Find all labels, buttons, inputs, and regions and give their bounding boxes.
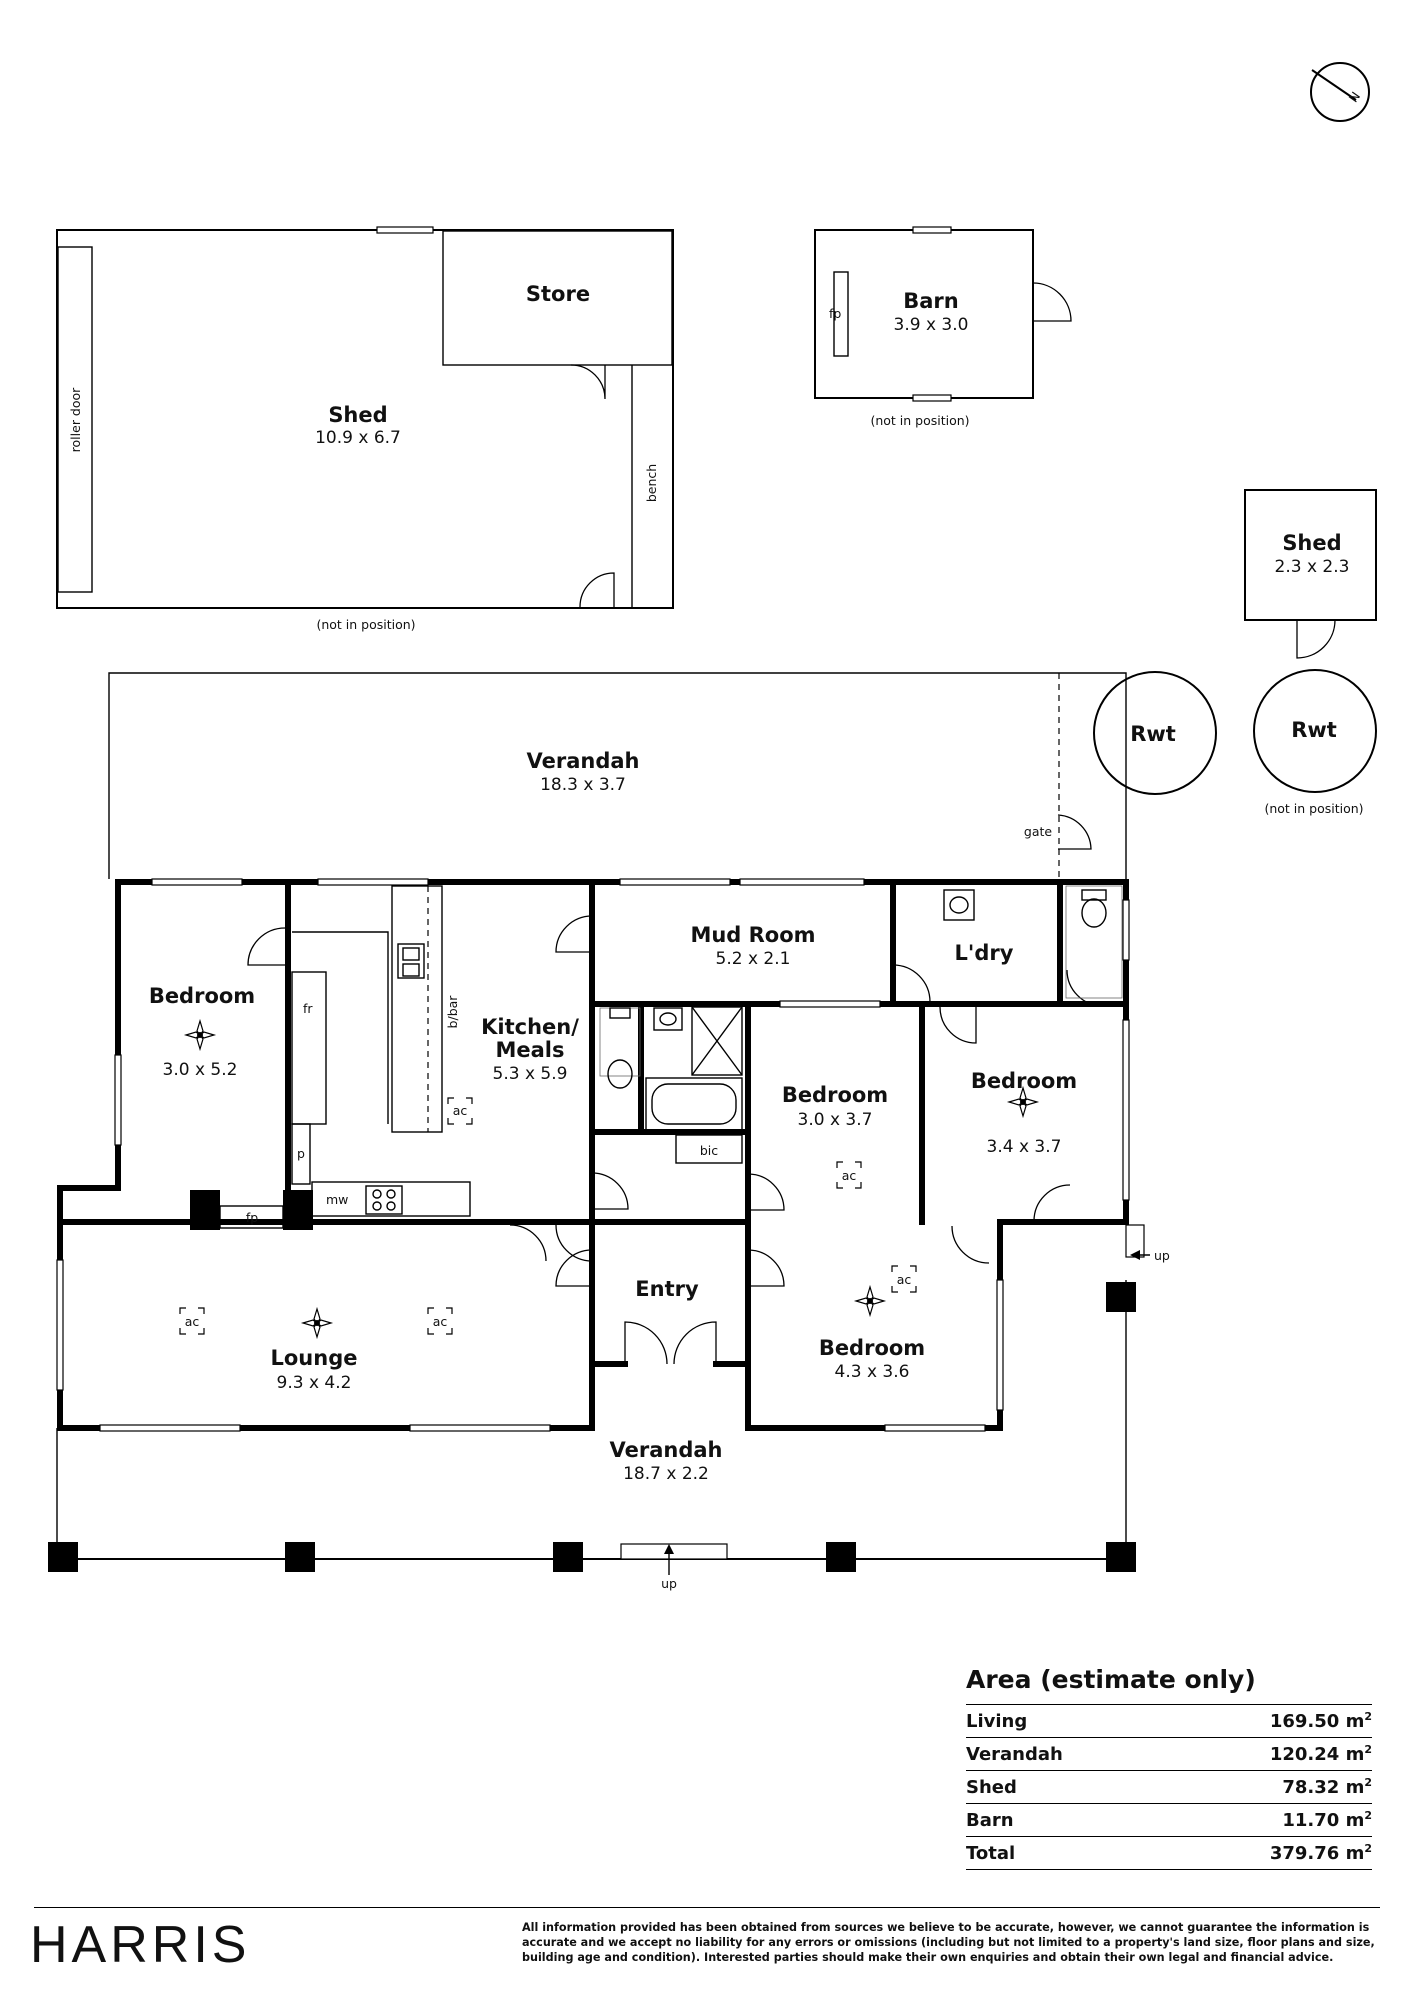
ac-unit-icon: ac ac ac ac ac <box>179 1097 917 1335</box>
verandah-front-label: Verandah <box>610 1438 723 1462</box>
area-value: 11.70 <box>1282 1810 1340 1831</box>
shed-small: Shed 2.3 x 2.3 <box>1244 489 1377 659</box>
mw-label: mw <box>326 1192 348 1207</box>
shed-small-label: Shed <box>1282 531 1341 555</box>
shed-large-dims: 10.9 x 6.7 <box>315 428 401 448</box>
floor-plan: N Store Shed 10.9 x 6.7 roller door benc… <box>48 62 1377 1591</box>
barn-fp-label: fp <box>829 306 841 321</box>
lounge-label: Lounge <box>271 1346 358 1370</box>
area-label: Shed <box>966 1776 1017 1798</box>
area-table: Area (estimate only) Living 169.50 m2 Ve… <box>966 1665 1372 1870</box>
area-total-label: Total <box>966 1842 1016 1864</box>
brand-logo: HARRIS <box>30 1916 251 1974</box>
area-label: Verandah <box>966 1743 1063 1765</box>
verandah-front-up: up <box>661 1576 677 1591</box>
bbar-label: b/bar <box>445 995 460 1029</box>
bedroom4-label: Bedroom <box>819 1336 925 1360</box>
bedroom2-dims: 3.0 x 3.7 <box>798 1110 873 1130</box>
room-labels: Bedroom 3.0 x 5.2 Kitchen/ Meals 5.3 x 5… <box>149 923 1077 1393</box>
kitchen-label-1: Kitchen/ <box>481 1015 579 1039</box>
area-row-barn: Barn 11.70 m2 <box>966 1803 1372 1836</box>
verandah-front: Verandah 18.7 x 2.2 up up <box>48 1224 1170 1591</box>
store-label: Store <box>526 282 590 306</box>
lounge-ac-label-2: ac <box>433 1314 448 1329</box>
pantry-label: p <box>297 1146 305 1161</box>
barn-note: (not in position) <box>870 413 969 428</box>
barn-label: Barn <box>903 289 958 313</box>
lounge-fp-label: fp <box>246 1210 258 1225</box>
disclaimer-text: All information provided has been obtain… <box>522 1921 1375 1964</box>
shed-large-note: (not in position) <box>316 617 415 632</box>
bedroom3-dims: 3.4 x 3.7 <box>987 1137 1062 1157</box>
area-value: 120.24 <box>1269 1744 1340 1765</box>
bedroom3-label: Bedroom <box>971 1069 1077 1093</box>
area-row-living: Living 169.50 m2 <box>966 1704 1372 1737</box>
bathroom-fixtures <box>599 885 1123 1164</box>
verandah-front-dims: 18.7 x 2.2 <box>623 1464 709 1484</box>
area-label: Barn <box>966 1809 1014 1831</box>
bedroom4-ac-label: ac <box>897 1272 912 1287</box>
area-title: Area (estimate only) <box>966 1665 1256 1694</box>
gate-label: gate <box>1024 824 1052 839</box>
area-total-value: 379.76 <box>1269 1843 1340 1864</box>
barn: fp Barn 3.9 x 3.0 (not in position) <box>814 226 1072 428</box>
shed-large: Store Shed 10.9 x 6.7 roller door bench … <box>56 226 674 632</box>
kitchen-dims: 5.3 x 5.9 <box>493 1064 568 1084</box>
compass-icon: N <box>1310 62 1370 122</box>
bedroom1-dims: 3.0 x 5.2 <box>163 1060 238 1080</box>
fr-label: fr <box>303 1001 313 1016</box>
lounge-dims: 9.3 x 4.2 <box>277 1373 352 1393</box>
area-row-shed: Shed 78.32 m2 <box>966 1770 1372 1803</box>
ceiling-fan-icon <box>183 1018 1040 1340</box>
mud-room-dims: 5.2 x 2.1 <box>716 949 791 969</box>
bedroom4-dims: 4.3 x 3.6 <box>835 1362 910 1382</box>
rwt-left: Rwt <box>1093 671 1217 795</box>
bedroom1-label: Bedroom <box>149 984 255 1008</box>
bench-label: bench <box>644 464 659 502</box>
kitchen-label-2: Meals <box>495 1038 564 1062</box>
shed-large-label: Shed <box>328 403 387 427</box>
compass-north-label: N <box>1346 89 1364 105</box>
area-value: 78.32 <box>1282 1777 1340 1798</box>
mud-room-label: Mud Room <box>690 923 815 947</box>
area-value: 169.50 <box>1269 1711 1340 1732</box>
bedroom2-ac-label: ac <box>842 1168 857 1183</box>
kitchen-fixtures: fr p mw b/bar <box>291 885 471 1217</box>
verandah-rear-dims: 18.3 x 3.7 <box>540 775 626 795</box>
rwt-right-label: Rwt <box>1291 718 1337 742</box>
verandah-rear-label: Verandah <box>527 749 640 773</box>
entry-label: Entry <box>635 1277 699 1301</box>
verandah-rear: Verandah 18.3 x 3.7 gate <box>108 672 1127 879</box>
roller-door-label: roller door <box>68 387 83 452</box>
laundry-label: L'dry <box>955 941 1014 965</box>
windows <box>56 878 1130 1432</box>
bedroom2-label: Bedroom <box>782 1083 888 1107</box>
fireplace: fp <box>219 1205 284 1229</box>
rwt-right: Rwt (not in position) <box>1253 669 1377 816</box>
footer-divider <box>34 1907 1380 1908</box>
area-label: Living <box>966 1710 1028 1732</box>
area-row-total: Total 379.76 m2 <box>966 1836 1372 1870</box>
side-up-label: up <box>1154 1248 1170 1263</box>
doors <box>247 915 1104 1365</box>
kitchen-ac-label: ac <box>453 1103 468 1118</box>
area-row-verandah: Verandah 120.24 m2 <box>966 1737 1372 1770</box>
rwt-right-note: (not in position) <box>1264 801 1363 816</box>
bic-label: bic <box>700 1143 718 1158</box>
lounge-ac-label-1: ac <box>185 1314 200 1329</box>
shed-small-dims: 2.3 x 2.3 <box>1275 557 1350 577</box>
rwt-left-label: Rwt <box>1130 722 1176 746</box>
barn-dims: 3.9 x 3.0 <box>894 315 969 335</box>
